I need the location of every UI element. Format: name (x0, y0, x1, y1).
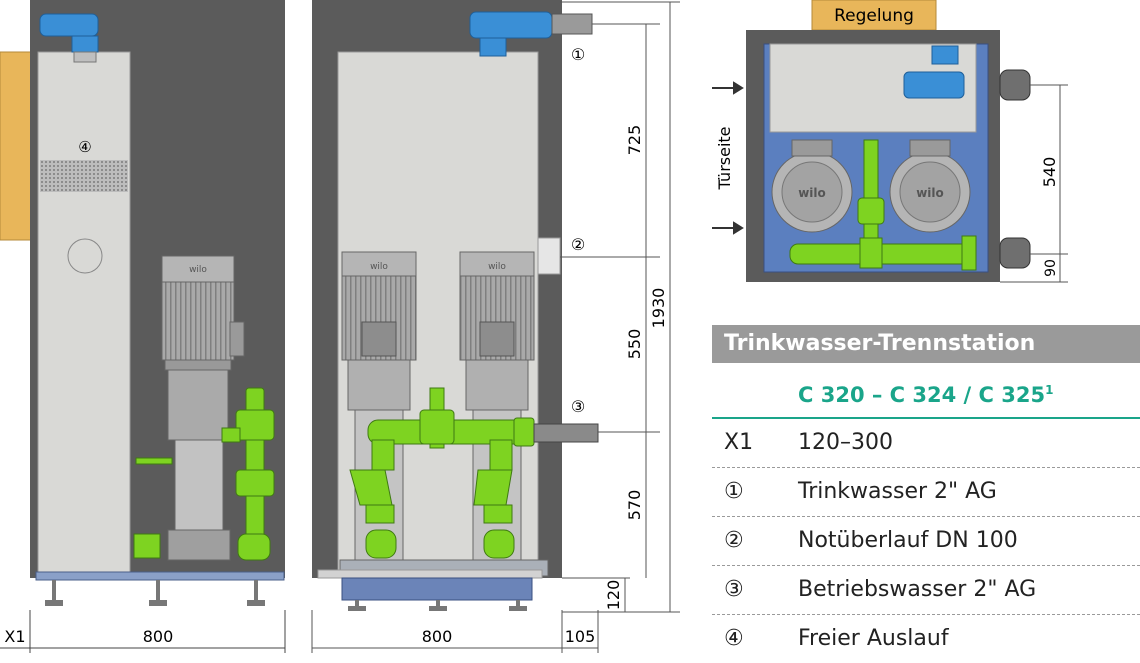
marker-1: ① (571, 45, 585, 64)
tuerseite-label: Türseite (715, 126, 734, 190)
pump-brand-label: wilo (189, 265, 207, 275)
dimension-lines-top (1000, 84, 1068, 283)
pump-2-top-brand: wilo (916, 186, 944, 200)
dim-570: 570 (625, 490, 644, 521)
dim-540: 540 (1040, 157, 1059, 188)
door-side-arrows (712, 81, 744, 235)
inlet-valve-blue (39, 13, 99, 63)
inlet-valve-top (903, 45, 965, 99)
feet-front (348, 600, 527, 611)
pump-1-top: wilo (771, 139, 853, 233)
green-manifold-top (789, 139, 977, 271)
dimension-lines-front (311, 1, 680, 653)
overflow-opening (67, 238, 103, 274)
green-piping-side (221, 387, 275, 561)
table-row: ④ Freier Auslauf (712, 615, 1140, 663)
pump-1-top-brand: wilo (798, 186, 826, 200)
row-value: Betriebswasser 2" AG (798, 577, 1037, 602)
free-outlet-screen (40, 160, 128, 192)
table-subtitle: C 320 – C 324 / C 3251 (712, 363, 1140, 419)
regelung-box (811, 0, 937, 31)
marker-3: ③ (571, 397, 585, 416)
row-value: 120–300 (798, 430, 893, 455)
row-key: ③ (724, 577, 744, 602)
subtitle-footnote: 1 (1045, 383, 1054, 397)
dim-90: 90 (1043, 259, 1059, 277)
row-value: Freier Auslauf (798, 626, 949, 651)
row-value: Notüberlauf DN 100 (798, 528, 1018, 553)
table-row: ③ Betriebswasser 2" AG (712, 566, 1140, 615)
dim-800-front: 800 (422, 627, 453, 646)
green-manifold (349, 387, 537, 559)
pump-2-top: wilo (889, 139, 971, 233)
marker-4-label: ④ (78, 138, 91, 156)
pump-side: wilo (161, 255, 245, 561)
base-frame-side (35, 571, 285, 581)
row-key: ② (724, 528, 744, 553)
left-side-view: ④ wilo (0, 0, 286, 653)
dim-105: 105 (565, 627, 596, 646)
bottom-fitting (133, 533, 161, 559)
inlet-valve-front (469, 11, 593, 57)
row-value: Trinkwasser 2" AG (798, 479, 997, 504)
subtitle-text: C 320 – C 324 / C 325 (798, 383, 1046, 407)
marker-2: ② (571, 235, 585, 254)
table-row: ① Trinkwasser 2" AG (712, 468, 1140, 517)
connection-1-top (999, 69, 1031, 101)
base-frame-front (341, 577, 533, 601)
drain-line (135, 457, 173, 465)
pump-2-brand: wilo (488, 262, 506, 272)
table-title: Trinkwasser-Trennstation (712, 325, 1140, 363)
table-row: X1 120–300 (712, 419, 1140, 468)
row-key: ① (724, 479, 744, 504)
dim-120: 120 (604, 580, 623, 611)
dim-725: 725 (625, 125, 644, 156)
table-row: ② Notüberlauf DN 100 (712, 517, 1140, 566)
regelung-label: Regelung (834, 6, 914, 26)
tank-panel (37, 51, 131, 575)
row-key: X1 (724, 430, 754, 455)
feet-side (45, 580, 265, 606)
dim-800-left: 800 (143, 627, 174, 646)
connection-3-top (999, 237, 1031, 269)
dim-550: 550 (625, 329, 644, 360)
service-water-outlet (533, 423, 599, 443)
top-view: Regelung wilo wilo (712, 0, 1068, 283)
dim-x1-label: X1 (4, 627, 25, 646)
legend-table: Trinkwasser-Trennstation C 320 – C 324 /… (712, 325, 1140, 663)
row-key: ④ (724, 626, 744, 651)
pump-1-brand: wilo (370, 262, 388, 272)
overflow-port (537, 237, 561, 275)
dim-1930: 1930 (649, 288, 668, 329)
front-view: wilo wilo (311, 0, 680, 653)
